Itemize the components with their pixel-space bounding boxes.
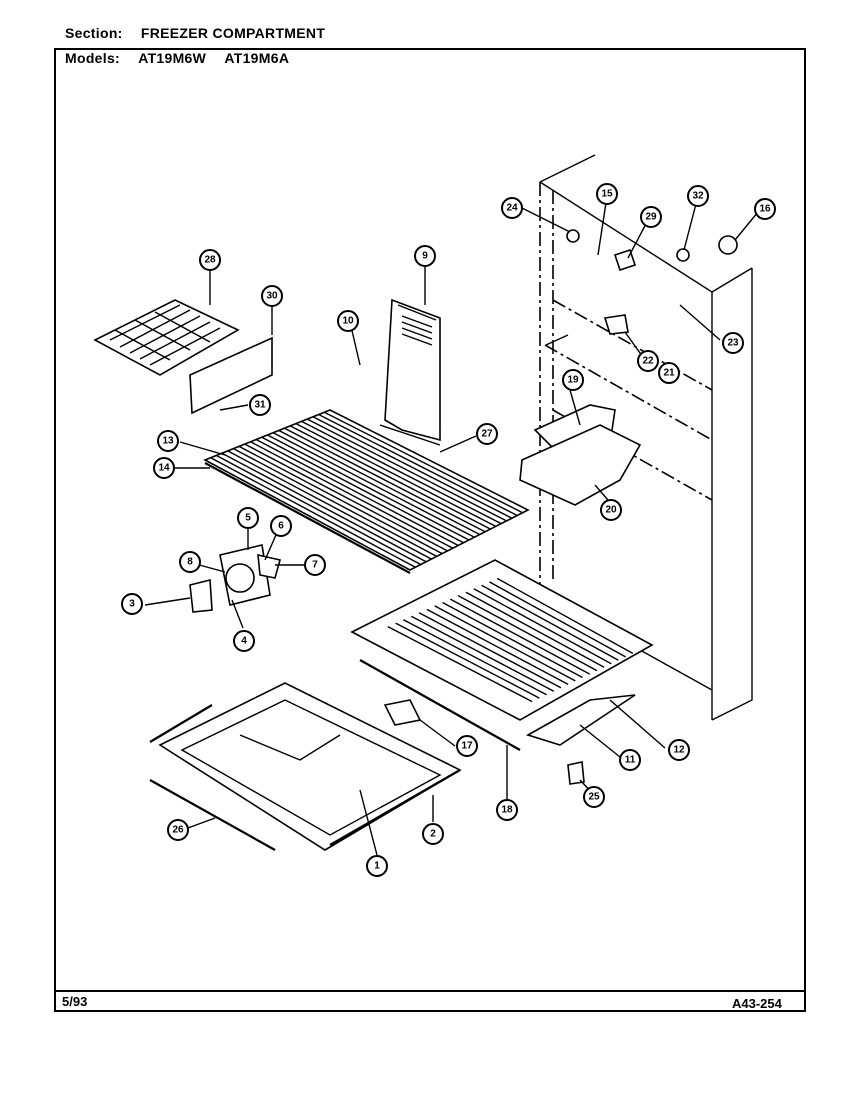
document-code: A43-254 [732, 996, 782, 1011]
section-heading: Section: FREEZER COMPARTMENT [65, 25, 325, 41]
ice-bin [519, 404, 642, 506]
section-label: Section: [65, 25, 123, 41]
callout-10: 10 [337, 310, 359, 332]
svg-text:21: 21 [663, 368, 675, 379]
callout-20: 20 [600, 499, 622, 521]
svg-text:24: 24 [506, 203, 518, 214]
svg-text:17: 17 [461, 741, 473, 752]
svg-text:22: 22 [642, 356, 654, 367]
svg-text:14: 14 [158, 463, 170, 474]
svg-text:25: 25 [588, 792, 600, 803]
callout-23: 23 [722, 332, 744, 354]
svg-text:8: 8 [187, 557, 193, 568]
svg-text:23: 23 [727, 338, 739, 349]
footer-divider [54, 990, 806, 992]
bottom-pan [149, 682, 462, 851]
svg-text:28: 28 [204, 255, 216, 266]
callout-7: 7 [304, 554, 326, 576]
callout-26: 26 [167, 819, 189, 841]
svg-text:15: 15 [601, 189, 613, 200]
callout-6: 6 [270, 515, 292, 537]
svg-text:11: 11 [625, 755, 636, 766]
svg-text:18: 18 [501, 805, 513, 816]
svg-text:27: 27 [481, 429, 493, 440]
svg-text:12: 12 [673, 745, 685, 756]
callout-4: 4 [233, 630, 255, 652]
callout-28: 28 [199, 249, 221, 271]
callout-25: 25 [583, 786, 605, 808]
ice-tray-shelf [93, 299, 240, 376]
cover-plate [189, 336, 273, 415]
svg-text:9: 9 [422, 251, 428, 262]
freezer-shelf [350, 559, 654, 751]
svg-text:31: 31 [254, 400, 266, 411]
callout-15: 15 [596, 183, 618, 205]
svg-text:13: 13 [162, 436, 174, 447]
model-1: AT19M6W [138, 50, 207, 66]
callout-18: 18 [496, 799, 518, 821]
fan-motor-assembly [189, 544, 281, 613]
callout-22: 22 [637, 350, 659, 372]
callout-16: 16 [754, 198, 776, 220]
callout-17: 17 [456, 735, 478, 757]
callout-32: 32 [687, 185, 709, 207]
callout-13: 13 [157, 430, 179, 452]
part-callouts: 28 30 9 10 31 13 14 27 24 15 29 32 16 23… [121, 183, 776, 877]
svg-text:19: 19 [567, 375, 579, 386]
misc-parts [383, 229, 738, 785]
svg-text:16: 16 [759, 204, 771, 215]
callout-2: 2 [422, 823, 444, 845]
section-value: FREEZER COMPARTMENT [140, 25, 326, 41]
svg-text:1: 1 [374, 861, 380, 872]
callout-5: 5 [237, 507, 259, 529]
svg-text:32: 32 [692, 191, 704, 202]
svg-text:30: 30 [266, 291, 278, 302]
models-heading: Models: AT19M6W AT19M6A [65, 50, 289, 66]
svg-text:29: 29 [645, 212, 657, 223]
callout-21: 21 [658, 362, 680, 384]
callout-8: 8 [179, 551, 201, 573]
svg-text:20: 20 [605, 505, 617, 516]
callout-30: 30 [261, 285, 283, 307]
air-duct [379, 298, 441, 446]
svg-text:2: 2 [430, 829, 436, 840]
callout-24: 24 [501, 197, 523, 219]
svg-text:4: 4 [241, 636, 247, 647]
callout-1: 1 [366, 855, 388, 877]
svg-text:26: 26 [172, 825, 184, 836]
callout-12: 12 [668, 739, 690, 761]
model-2: AT19M6A [224, 50, 290, 66]
callout-11: 11 [619, 749, 641, 771]
svg-text:10: 10 [342, 316, 354, 327]
wire-shelf [203, 409, 530, 574]
svg-text:7: 7 [312, 560, 318, 571]
callout-19: 19 [562, 369, 584, 391]
svg-text:6: 6 [278, 521, 284, 532]
callout-3: 3 [121, 593, 143, 615]
callout-27: 27 [476, 423, 498, 445]
svg-text:5: 5 [245, 513, 251, 524]
callout-9: 9 [414, 245, 436, 267]
svg-text:3: 3 [129, 599, 135, 610]
revision-date: 5/93 [62, 994, 88, 1009]
callout-31: 31 [249, 394, 271, 416]
callout-14: 14 [153, 457, 175, 479]
diagram-frame [54, 48, 806, 1012]
callout-29: 29 [640, 206, 662, 228]
models-label: Models: [65, 50, 120, 66]
